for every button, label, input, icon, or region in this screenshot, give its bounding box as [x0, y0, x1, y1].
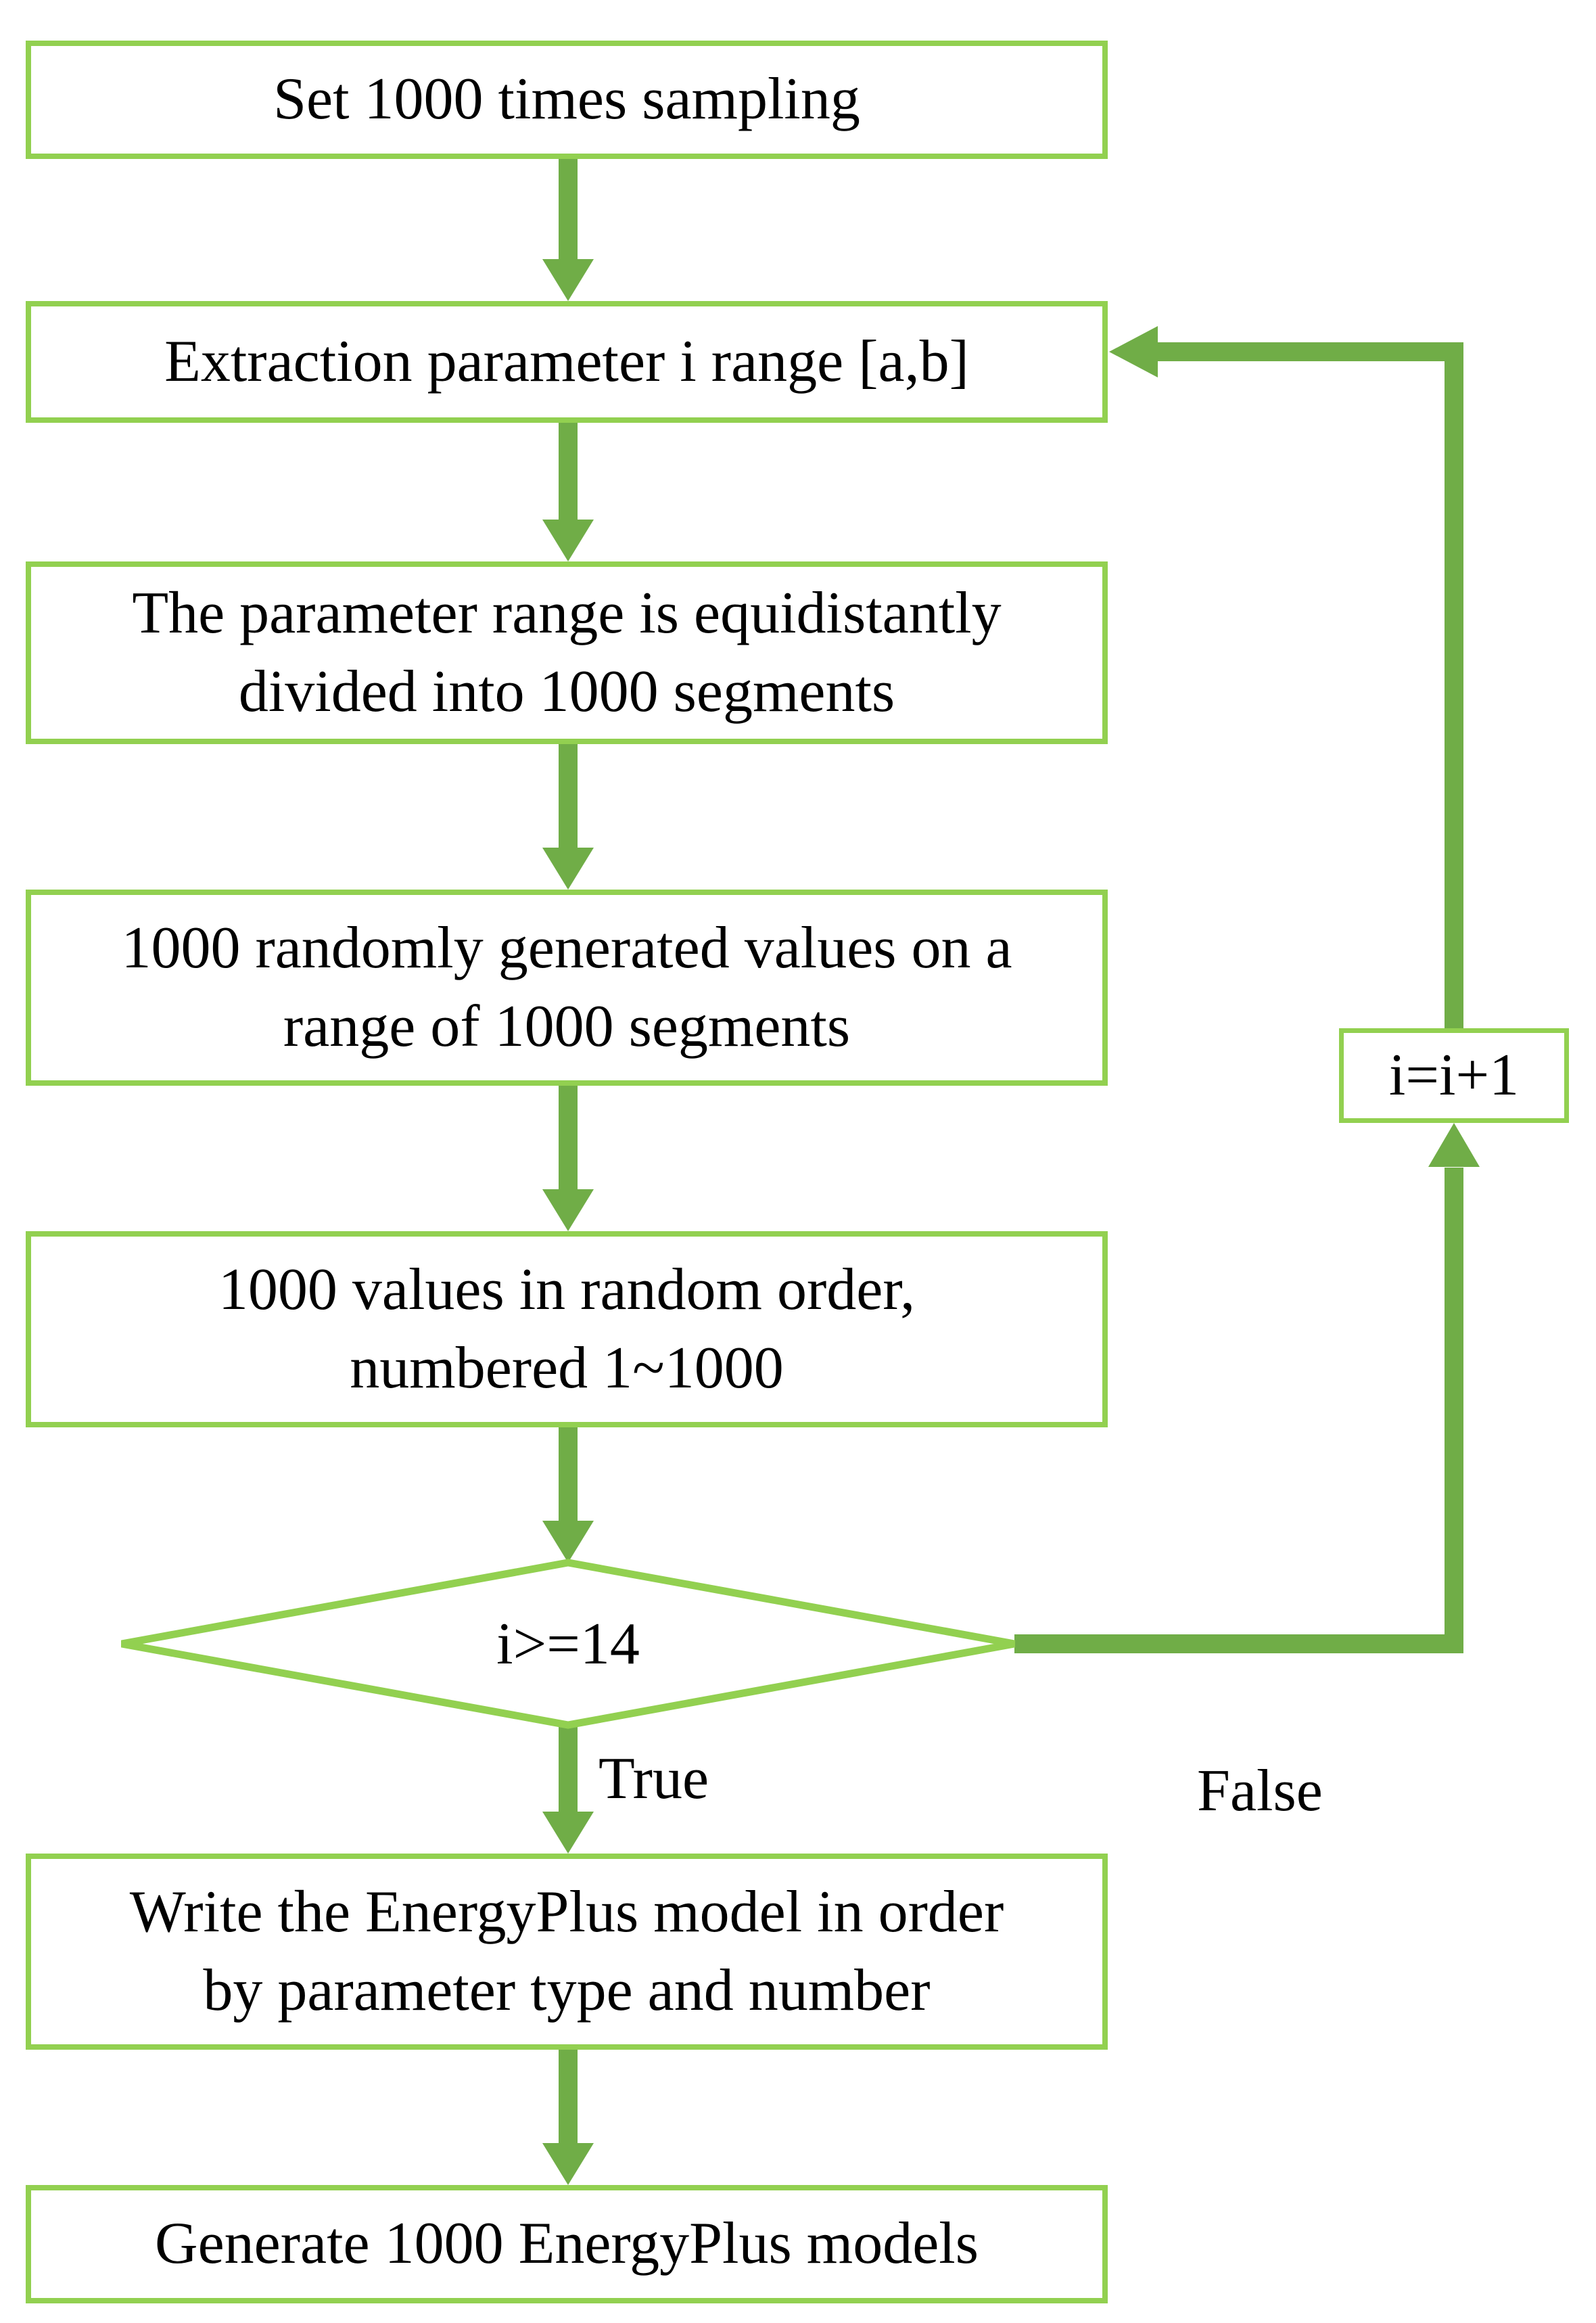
- decision-diamond: [121, 1559, 1015, 1729]
- label-false: False: [1197, 1758, 1323, 1824]
- node-increment-i: i=i+1: [1339, 1028, 1569, 1123]
- arrow-increment-to-extraction: [1109, 326, 1463, 1028]
- node-random-order: 1000 values in random order, numbered 1~…: [26, 1231, 1108, 1427]
- arrow-divide-to-random: [542, 744, 594, 890]
- arrow-true-to-write: [542, 1725, 594, 1854]
- arrow-order-to-decision: [542, 1427, 594, 1563]
- node-set-sampling: Set 1000 times sampling: [26, 41, 1108, 159]
- node-generate-models: Generate 1000 EnergyPlus models: [26, 2185, 1108, 2303]
- node-divide-segments: The parameter range is equidistantly div…: [26, 561, 1108, 744]
- node-extraction-parameter: Extraction parameter i range [a,b]: [26, 301, 1108, 423]
- arrow-false-to-increment: [1014, 1123, 1480, 1653]
- label-true: True: [598, 1746, 709, 1812]
- arrow-write-to-generate: [542, 2050, 594, 2185]
- arrow-extraction-to-divide: [542, 423, 594, 561]
- arrow-set-to-extraction: [542, 159, 594, 301]
- arrow-random-to-order: [542, 1086, 594, 1231]
- decision-condition-label: i>=14: [496, 1611, 640, 1677]
- node-random-values: 1000 randomly generated values on a rang…: [26, 890, 1108, 1086]
- node-write-energyplus: Write the EnergyPlus model in order by p…: [26, 1854, 1108, 2050]
